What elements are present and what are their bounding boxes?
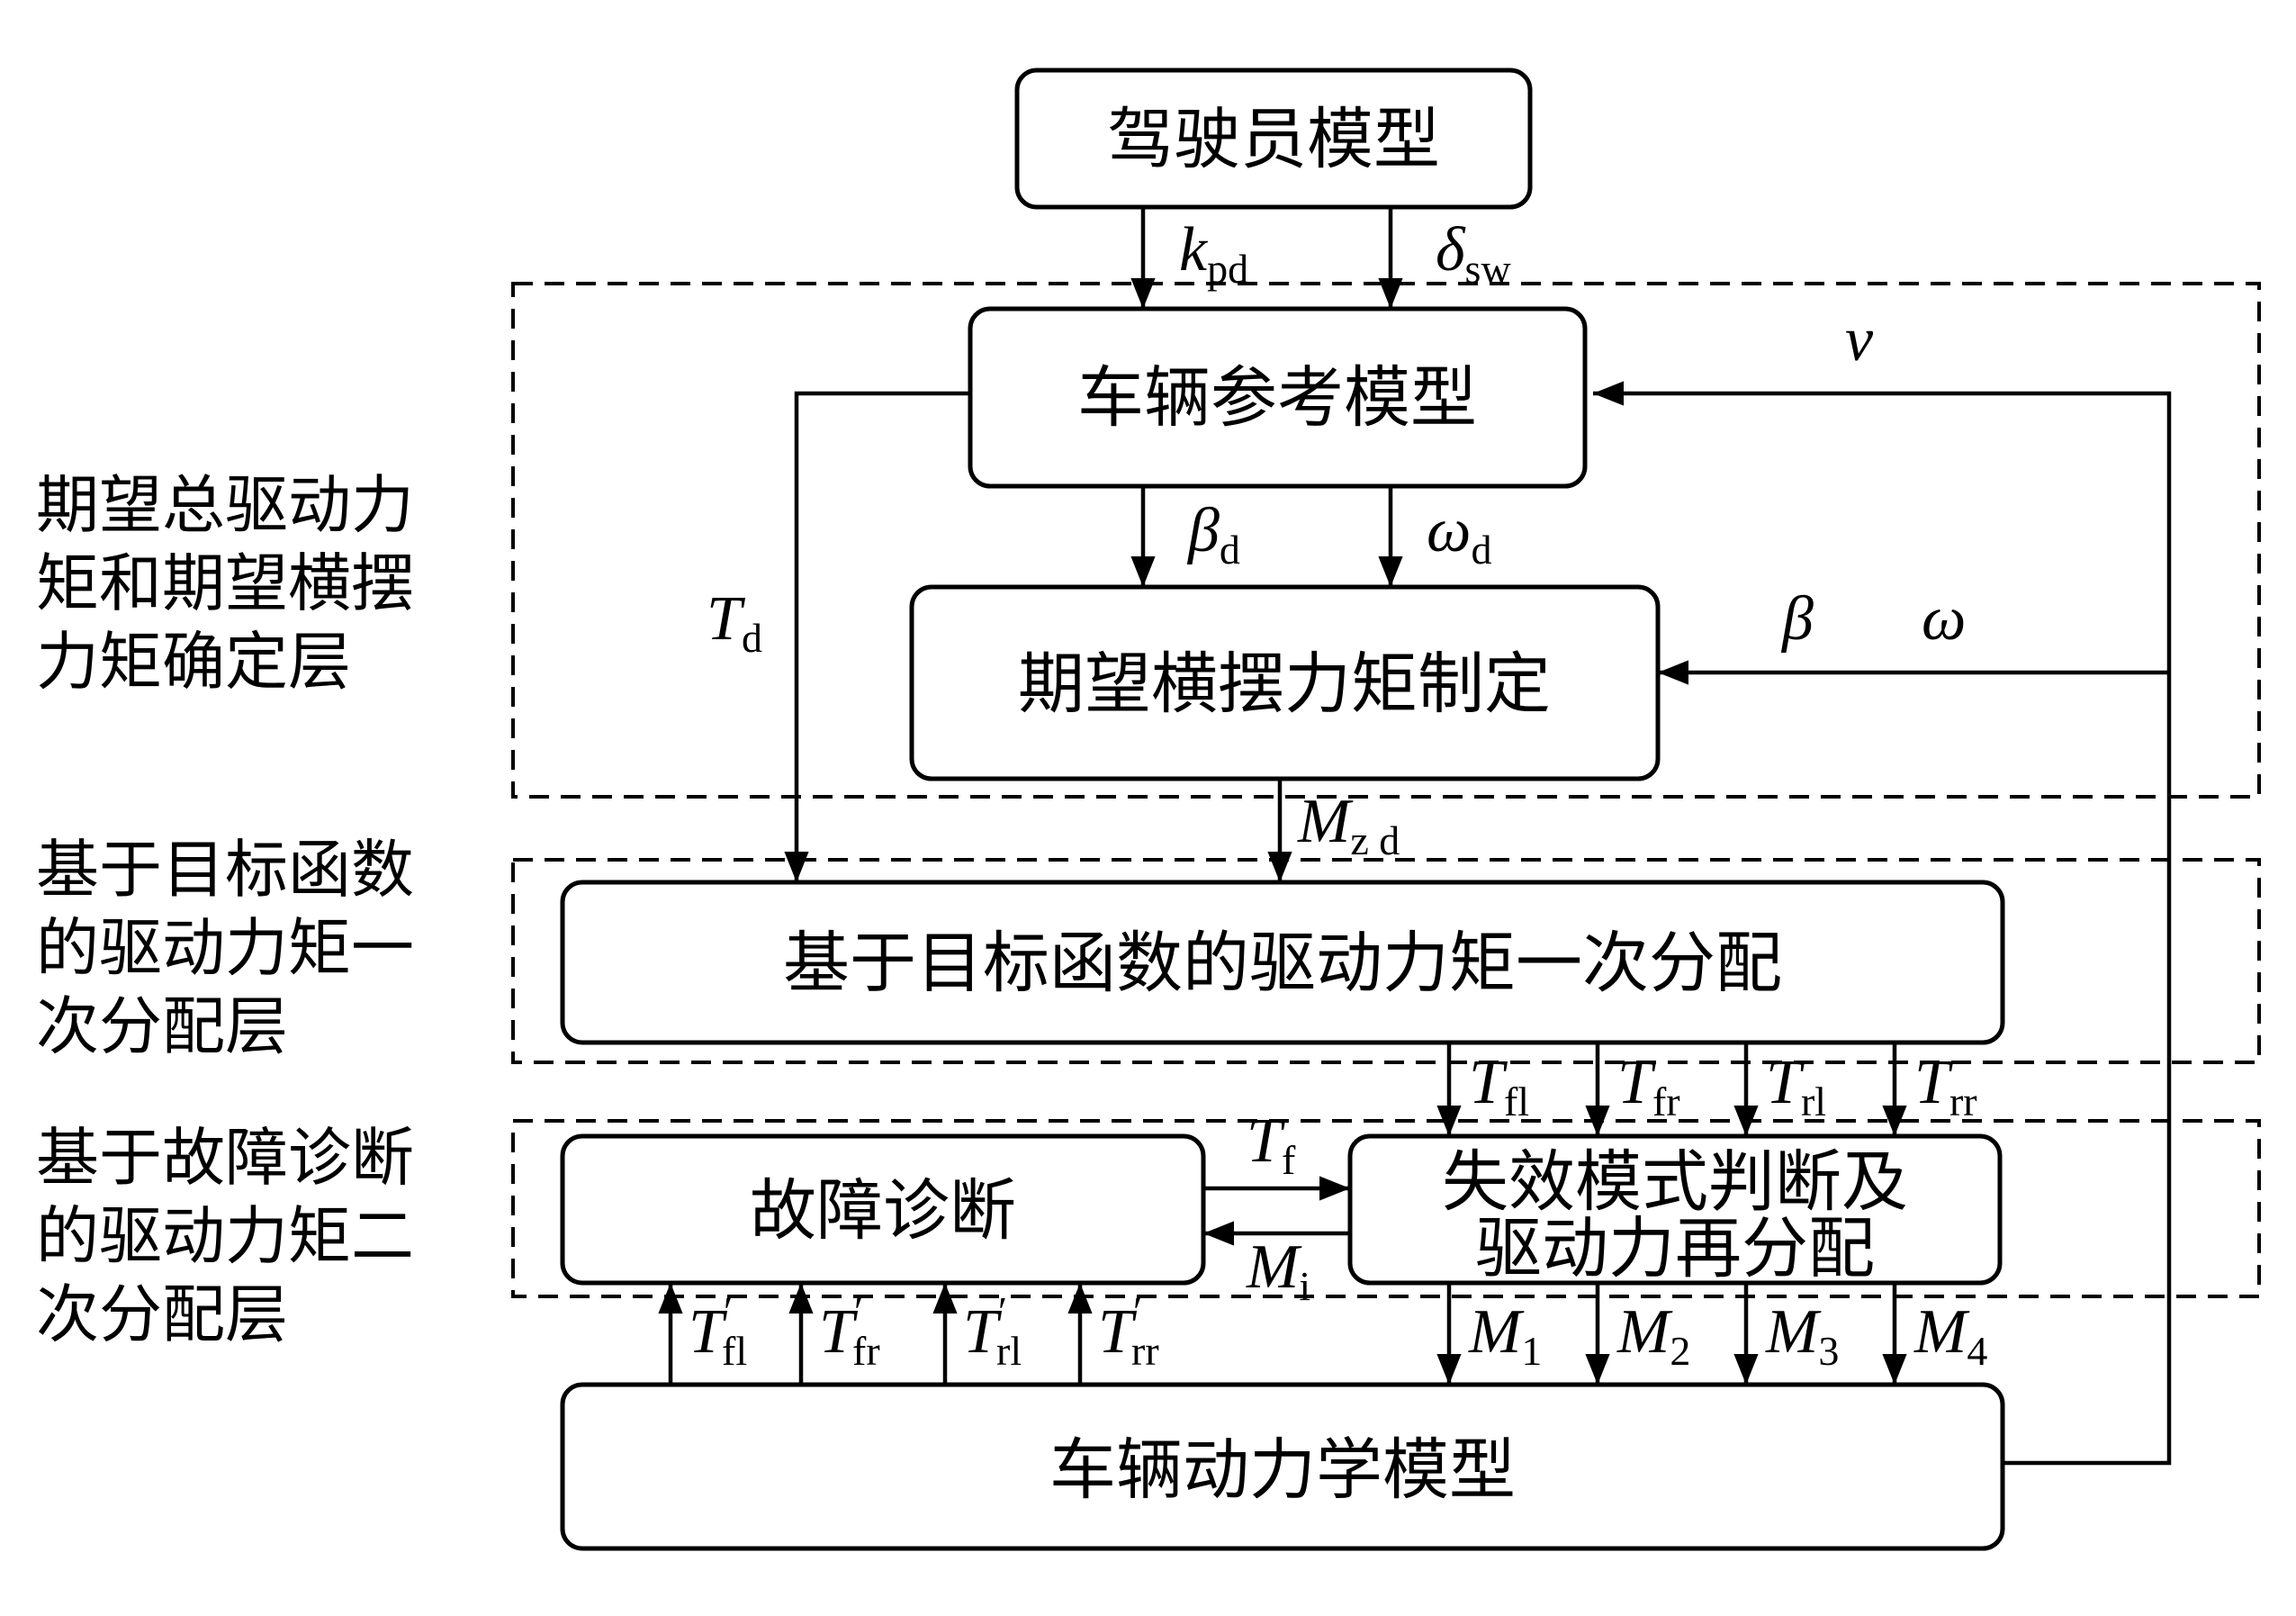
label-Mzd: Mz d (1297, 787, 1400, 863)
wire-v-feedback (1593, 381, 2172, 1466)
wires (658, 207, 2172, 1466)
fault-diagnosis-block: 故障诊断 (560, 1133, 1206, 1286)
label-Tfr: Tfr (1617, 1048, 1680, 1124)
label-Trl-prime: T′rl (963, 1288, 1022, 1374)
svg-text:期望横摆力矩制定: 期望横摆力矩制定 (1018, 645, 1551, 723)
svg-text:次分配层: 次分配层 (36, 989, 288, 1063)
label-v: v (1845, 305, 1874, 375)
svg-text:基于故障诊断: 基于故障诊断 (36, 1121, 414, 1195)
svg-text:矩和期望横摆: 矩和期望横摆 (36, 546, 414, 620)
svg-text:次分配层: 次分配层 (36, 1277, 288, 1351)
vehicle-reference-model-block: 车辆参考模型 (968, 306, 1588, 489)
label-kpd: kpd (1179, 215, 1248, 292)
label-Tfl: Tfl (1469, 1048, 1529, 1124)
label-Tfl-prime: T′fl (689, 1288, 747, 1374)
svg-text:失效模式判断及: 失效模式判断及 (1442, 1143, 1908, 1221)
svg-text:车辆动力学模型: 车辆动力学模型 (1049, 1431, 1516, 1509)
svg-text:基于目标函数: 基于目标函数 (36, 833, 414, 907)
svg-text:车辆参考模型: 车辆参考模型 (1077, 359, 1477, 437)
label-M4: M4 (1913, 1297, 1987, 1374)
svg-text:期望总驱动力: 期望总驱动力 (36, 468, 414, 542)
layer1-frame (511, 282, 2261, 799)
layer3-frame (511, 1119, 2261, 1298)
svg-text:故障诊断: 故障诊断 (750, 1172, 1016, 1250)
svg-text:的驱动力矩二: 的驱动力矩二 (36, 1199, 414, 1273)
wire-Td (784, 391, 970, 882)
label-Mi: Mi (1246, 1232, 1310, 1309)
label-Tfr-prime: T′fr (819, 1288, 880, 1374)
label-M3: M3 (1765, 1297, 1839, 1374)
label-M2: M2 (1616, 1297, 1690, 1374)
vehicle-dynamics-model-block: 车辆动力学模型 (560, 1382, 2005, 1551)
layer2-label: 基于目标函数 的驱动力矩一 次分配层 (36, 833, 414, 1063)
desired-yaw-moment-block: 期望横摆力矩制定 (909, 584, 1661, 781)
label-Tf: Tf (1247, 1106, 1296, 1183)
primary-allocation-block: 基于目标函数的驱动力矩一次分配 (560, 880, 2005, 1045)
svg-text:基于目标函数的驱动力矩一次分配: 基于目标函数的驱动力矩一次分配 (783, 925, 1782, 1002)
svg-text:力矩确定层: 力矩确定层 (36, 625, 351, 699)
label-delta-sw: δsw (1436, 215, 1511, 292)
layer3-label: 基于故障诊断 的驱动力矩二 次分配层 (36, 1121, 414, 1351)
label-Trl: Trl (1766, 1048, 1826, 1124)
layer2-frame (511, 858, 2261, 1064)
label-beta-d: βd (1186, 496, 1240, 573)
layer1-label: 期望总驱动力 矩和期望横摆 力矩确定层 (36, 468, 414, 699)
label-Trr: Trr (1914, 1048, 1977, 1124)
label-Td: Td (707, 584, 762, 661)
failure-mode-block: 失效模式判断及 驱动力再分配 (1347, 1133, 2003, 1287)
label-omega-d: ωd (1427, 496, 1491, 573)
driver-model-block: 驾驶员模型 (1014, 68, 1533, 210)
svg-text:驱动力再分配: 驱动力再分配 (1475, 1210, 1875, 1287)
label-omega: ω (1922, 584, 1966, 654)
label-M1: M1 (1468, 1297, 1542, 1374)
svg-text:的驱动力矩一: 的驱动力矩一 (36, 911, 414, 985)
svg-text:驾驶员模型: 驾驶员模型 (1107, 101, 1440, 178)
label-beta: β (1780, 584, 1814, 654)
label-Trr-prime: T′rr (1098, 1288, 1159, 1374)
